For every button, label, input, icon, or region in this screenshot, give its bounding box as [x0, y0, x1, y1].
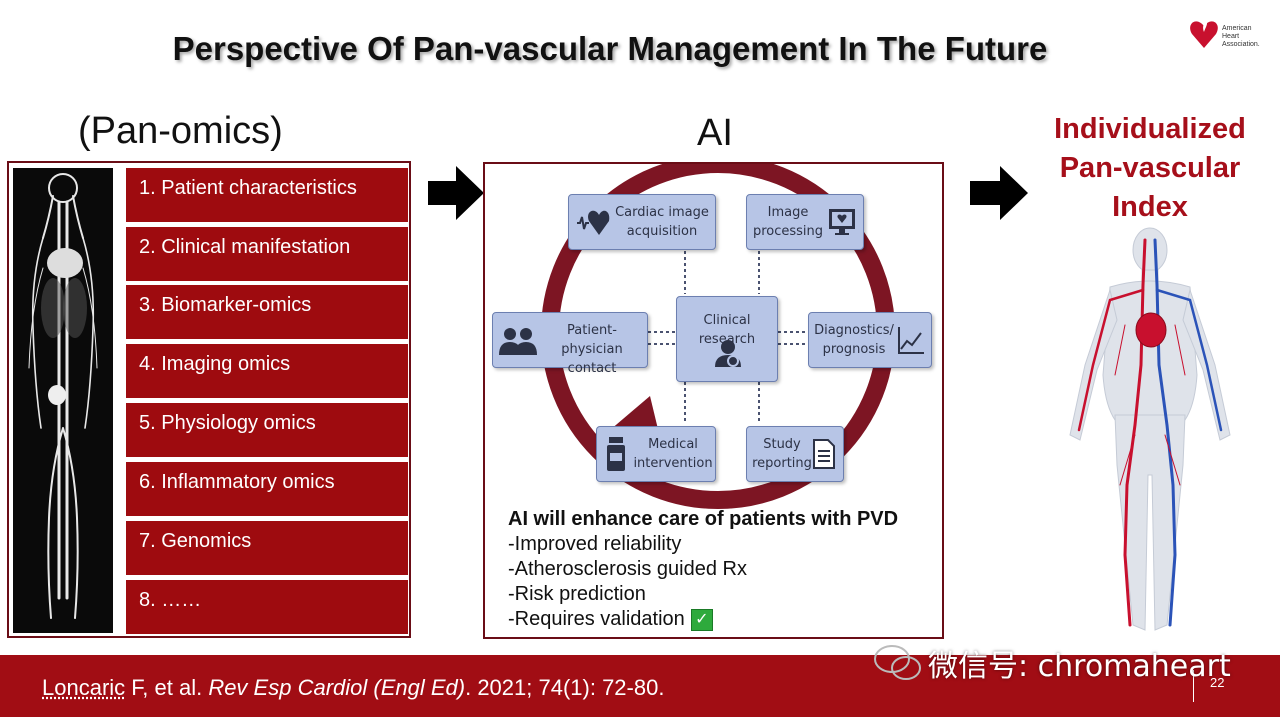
node-clinical-research: Clinical research — [676, 296, 778, 382]
users-icon — [499, 328, 537, 355]
omic-item-7: 7. Genomics — [126, 521, 408, 575]
footer-bar — [0, 655, 1280, 717]
logo-line-1: American — [1222, 25, 1252, 32]
ai-benefit-item: -Requires validation — [508, 608, 685, 630]
node-label: Study reporting — [752, 437, 812, 471]
heart-waveform-icon — [577, 210, 610, 235]
node-diagnostics-prognosis: Diagnostics/ prognosis — [808, 312, 932, 368]
citation-journal: Rev Esp Cardiol — [208, 675, 368, 700]
slide-title: Perspective Of Pan-vascular Management I… — [172, 30, 1048, 67]
node-label: Medical intervention — [633, 437, 713, 471]
node-patient-physician-contact: Patient-physician contact — [492, 312, 648, 376]
omic-item-5: 5. Physiology omics — [126, 403, 408, 457]
heading-line-2: Pan-vascular — [1059, 152, 1241, 184]
node-label: Image processing — [752, 205, 824, 239]
node-label: Cardiac image acquisition — [615, 205, 709, 239]
page-number: 22 — [1210, 675, 1225, 690]
citation-author: Loncaric — [42, 675, 126, 700]
human-vascular-figure — [1069, 227, 1231, 631]
medicine-bottle-icon — [607, 437, 625, 471]
omic-item-8: 8. …… — [126, 580, 408, 634]
omic-item-2: 2. Clinical manifestation — [126, 227, 408, 281]
chart-line-icon — [898, 327, 924, 354]
ai-heading: AI — [697, 112, 733, 154]
omic-item-1: 1. Patient characteristics — [126, 168, 408, 222]
pan-omics-heading: (Pan-omics) — [78, 110, 283, 152]
logo-line-3: Association. — [1222, 41, 1260, 48]
node-image-processing: Image processing — [746, 194, 864, 250]
citation-details: . 2021; 74(1): 72-80. — [465, 675, 665, 700]
heading-line-3: Index — [1112, 191, 1188, 223]
node-study-reporting: Study reporting — [746, 426, 844, 482]
ai-benefit-item-with-check: -Requires validation✓ — [508, 607, 938, 632]
node-medical-intervention: Medical intervention — [596, 426, 716, 482]
monitor-heart-icon — [829, 209, 855, 235]
node-label: Diagnostics/ prognosis — [814, 323, 894, 357]
ai-benefit-item: -Atherosclerosis guided Rx — [508, 558, 747, 580]
checkmark-icon: ✓ — [690, 608, 713, 631]
arrow-right-icon — [428, 166, 484, 220]
citation-text: F, et al. — [125, 675, 209, 700]
citation: Loncaric F, et al. Rev Esp Cardiol (Engl… — [42, 675, 664, 701]
heading-line-1: Individualized — [1054, 113, 1246, 145]
wechat-icon — [874, 645, 921, 680]
doctor-search-icon — [715, 340, 741, 367]
node-cardiac-image-acquisition: Cardiac image acquisition — [568, 194, 716, 250]
ai-benefit-item: -Risk prediction — [508, 583, 646, 605]
ai-benefits-heading: AI will enhance care of patients with PV… — [508, 508, 899, 530]
citation-journal-edition: (Engl Ed) — [367, 675, 466, 700]
omic-item-3: 3. Biomarker-omics — [126, 285, 408, 339]
omic-item-6: 6. Inflammatory omics — [126, 462, 408, 516]
individualized-index-heading: Individualized Pan-vascular Index — [1030, 110, 1270, 227]
aha-heart-torch-icon: American Heart Association. — [1190, 16, 1260, 48]
aha-logo: American Heart Association. — [1186, 12, 1266, 56]
arrow-right-icon — [970, 166, 1028, 220]
watermark: 微信号: chromaheart — [928, 649, 1231, 684]
document-icon — [813, 439, 835, 469]
ai-benefits: AI will enhance care of patients with PV… — [508, 507, 938, 632]
omic-item-4: 4. Imaging omics — [126, 344, 408, 398]
page-divider — [1193, 670, 1194, 702]
node-label: Clinical research — [698, 313, 756, 347]
ai-benefit-item: -Improved reliability — [508, 533, 682, 555]
node-label: Patient-physician contact — [561, 323, 623, 376]
logo-line-2: Heart — [1222, 33, 1239, 40]
angiography-image — [13, 168, 113, 633]
